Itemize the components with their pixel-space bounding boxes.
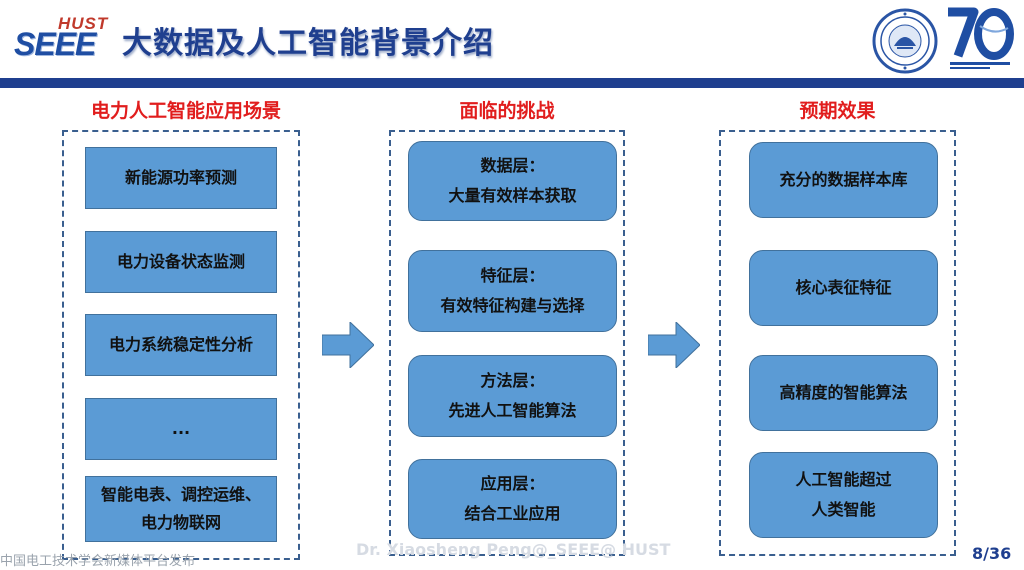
scenario-box: 新能源功率预测 <box>85 147 277 209</box>
header-divider-bar <box>0 78 1024 88</box>
challenge-layer-label: 方法层： <box>480 371 545 390</box>
outcome-box: 充分的数据样本库 <box>749 142 938 218</box>
challenge-description: 有效特征构建与选择 <box>440 296 585 315</box>
column-title-challenges: 面临的挑战 <box>459 100 555 122</box>
page-number: 8/36 <box>972 544 1012 563</box>
scenario-label: 新能源功率预测 <box>124 168 237 187</box>
outcome-label: 高精度的智能算法 <box>779 383 908 402</box>
university-emblem-icon <box>872 8 938 74</box>
scenario-box: ... <box>85 398 277 460</box>
scenario-label: 电力系统稳定性分析 <box>108 335 253 354</box>
scenarios-panel <box>62 130 300 560</box>
outcomes-panel <box>719 130 956 556</box>
challenge-description: 先进人工智能算法 <box>448 401 577 420</box>
scenario-box: 智能电表、调控运维、 电力物联网 <box>85 476 277 542</box>
right-arrow-icon <box>648 322 700 368</box>
logo-seee-text: SEEE <box>14 26 96 62</box>
challenge-box: 特征层： 有效特征构建与选择 <box>408 250 617 332</box>
column-title-scenarios: 电力人工智能应用场景 <box>90 100 281 122</box>
outcome-box: 人工智能超过 人类智能 <box>749 452 938 538</box>
outcome-box: 高精度的智能算法 <box>749 355 938 431</box>
challenge-layer-label: 特征层： <box>480 266 545 285</box>
publisher-watermark: 中国电工技术学会新媒体平台发布 <box>0 554 196 569</box>
slide-header: HUST SEEE 大数据及人工智能背景介绍 <box>0 0 1024 78</box>
scenario-box: 电力设备状态监测 <box>85 231 277 293</box>
outcome-box: 核心表征特征 <box>749 250 938 326</box>
logo-hust-text: HUST <box>58 14 109 33</box>
challenge-box: 应用层： 结合工业应用 <box>408 459 617 539</box>
outcome-label: 人工智能超过 <box>795 470 892 489</box>
outcome-label: 人类智能 <box>811 500 876 519</box>
scenario-box: 电力系统稳定性分析 <box>85 314 277 376</box>
challenge-layer-label: 应用层： <box>480 474 545 493</box>
right-arrow-icon <box>322 322 374 368</box>
scenario-label: 智能电表、调控运维、 <box>100 485 261 504</box>
scenario-label: ... <box>171 419 191 438</box>
outcome-label: 核心表征特征 <box>795 278 892 297</box>
scenario-label: 电力物联网 <box>140 513 221 532</box>
slide-title: 大数据及人工智能背景介绍 <box>122 26 494 61</box>
author-watermark: Dr. Xiaosheng Peng@_SEEE@ HUST <box>356 540 671 559</box>
outcome-label: 充分的数据样本库 <box>779 170 908 189</box>
challenge-description: 大量有效样本获取 <box>448 186 577 205</box>
challenge-box: 方法层： 先进人工智能算法 <box>408 355 617 437</box>
challenge-box: 数据层： 大量有效样本获取 <box>408 141 617 221</box>
scenario-label: 电力设备状态监测 <box>116 252 245 271</box>
challenges-panel <box>389 130 625 556</box>
challenge-description: 结合工业应用 <box>464 504 561 523</box>
seee-hust-logo: HUST SEEE <box>14 14 118 62</box>
column-title-outcomes: 预期效果 <box>799 100 876 122</box>
challenge-layer-label: 数据层： <box>480 156 545 175</box>
seventieth-anniversary-icon <box>948 7 1014 69</box>
